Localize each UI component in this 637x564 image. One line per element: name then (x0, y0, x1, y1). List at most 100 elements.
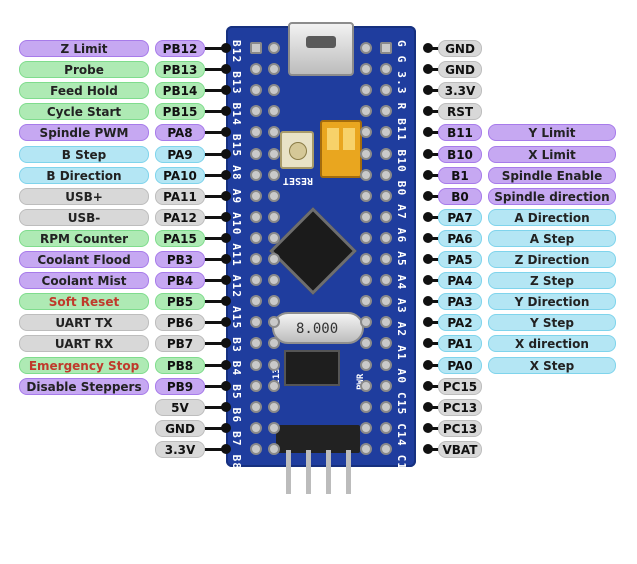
right-inner-hole (360, 401, 372, 413)
left-header-hole (250, 126, 262, 138)
right-inner-hole (360, 337, 372, 349)
right-pin-name: B0 (438, 188, 482, 205)
left-header-hole (250, 84, 262, 96)
right-pin-name: PA0 (438, 357, 482, 374)
right-function-label: Y Direction (488, 293, 616, 310)
left-connector (205, 364, 225, 367)
left-function-label: USB+ (19, 188, 149, 205)
right-header-hole (380, 126, 392, 138)
left-pin-name: PB6 (155, 314, 205, 331)
left-header-hole (250, 274, 262, 286)
right-inner-hole (360, 422, 372, 434)
left-function-label: Soft Reset (19, 293, 149, 310)
left-inner-hole (268, 105, 280, 117)
left-pin-name: PB13 (155, 61, 205, 78)
right-pin-name: GND (438, 40, 482, 57)
left-header-hole (250, 295, 262, 307)
left-inner-hole (268, 63, 280, 75)
right-connector (425, 89, 441, 92)
left-pin-name: 3.3V (155, 441, 205, 458)
right-connector (425, 47, 441, 50)
right-inner-hole (360, 84, 372, 96)
left-header-hole (250, 359, 262, 371)
left-connector-dot (221, 212, 231, 222)
left-connector (205, 131, 225, 134)
left-inner-hole (268, 42, 280, 54)
boot-jumpers[interactable] (320, 120, 362, 178)
right-pin-name: PA4 (438, 272, 482, 289)
left-connector (205, 300, 225, 303)
left-pin-name: PA9 (155, 146, 205, 163)
right-pin-name: PA3 (438, 293, 482, 310)
left-connector-dot (221, 402, 231, 412)
right-inner-hole (360, 274, 372, 286)
left-inner-hole (268, 401, 280, 413)
left-header-hole (250, 422, 262, 434)
right-connector (425, 258, 441, 261)
right-header-hole (380, 232, 392, 244)
right-pin-name: PC15 (438, 378, 482, 395)
crystal-oscillator: 8.000 (272, 312, 364, 344)
right-connector (425, 216, 441, 219)
left-function-label: Cycle Start (19, 103, 149, 120)
right-pin-name: PC13 (438, 399, 482, 416)
left-connector (205, 174, 225, 177)
right-header-hole (380, 63, 392, 75)
pinout-diagram: RESET 8.000 PC13 PWR B12 B13 B14 B15 A8 … (19, 22, 616, 494)
left-inner-hole (268, 211, 280, 223)
left-function-label: Coolant Flood (19, 251, 149, 268)
left-pin-name: PB12 (155, 40, 205, 57)
swd-pins (282, 450, 358, 494)
reset-button[interactable] (280, 131, 314, 169)
right-function-label: Y Step (488, 314, 616, 331)
right-header-hole (380, 253, 392, 265)
right-inner-hole (360, 316, 372, 328)
left-function-label: Disable Steppers (19, 378, 149, 395)
left-connector-dot (221, 254, 231, 264)
left-connector-dot (221, 444, 231, 454)
silk-left-labels: B12 B13 B14 B15 A8 A9 A10 A11 A12 A15 B3… (230, 40, 243, 564)
left-connector-dot (221, 43, 231, 53)
left-connector-dot (221, 381, 231, 391)
right-function-label: Spindle Enable (488, 167, 616, 184)
left-connector (205, 406, 225, 409)
right-pin-name: B1 (438, 167, 482, 184)
right-connector (425, 131, 441, 134)
right-pin-name: GND (438, 61, 482, 78)
right-pin-name: PC13 (438, 420, 482, 437)
right-pin-name: B10 (438, 146, 482, 163)
left-header-hole (250, 169, 262, 181)
right-header-hole (380, 337, 392, 349)
reset-label: RESET (282, 175, 313, 186)
right-function-label: Y Limit (488, 124, 616, 141)
right-header-hole (380, 380, 392, 392)
right-header-hole (380, 401, 392, 413)
right-connector (425, 110, 441, 113)
left-connector (205, 153, 225, 156)
left-inner-hole (268, 337, 280, 349)
left-pin-name: PB4 (155, 272, 205, 289)
left-connector-dot (221, 64, 231, 74)
left-pin-name: PB5 (155, 293, 205, 310)
right-connector (425, 174, 441, 177)
right-header-hole (380, 169, 392, 181)
left-pin-name: PB9 (155, 378, 205, 395)
right-header-hole (380, 190, 392, 202)
right-pin-name: VBAT (438, 441, 482, 458)
left-pin-name: PA15 (155, 230, 205, 247)
right-header-hole (380, 443, 392, 455)
left-connector-dot (221, 275, 231, 285)
right-connector (425, 237, 441, 240)
right-header-hole (380, 274, 392, 286)
left-inner-hole (268, 126, 280, 138)
left-connector-dot (221, 296, 231, 306)
left-pin-name: PB14 (155, 82, 205, 99)
left-inner-hole (268, 190, 280, 202)
left-connector (205, 342, 225, 345)
left-header-hole (250, 401, 262, 413)
left-connector-dot (221, 149, 231, 159)
right-function-label: X Limit (488, 146, 616, 163)
left-connector-dot (221, 106, 231, 116)
right-inner-hole (360, 42, 372, 54)
left-function-label: Z Limit (19, 40, 149, 57)
